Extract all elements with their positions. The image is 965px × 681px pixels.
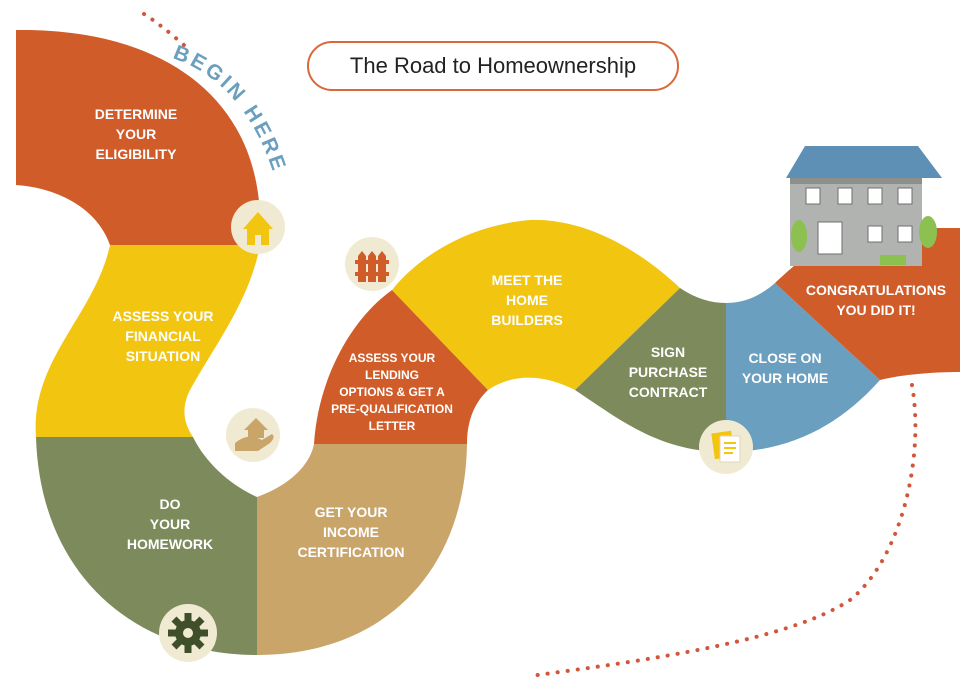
step-6-segment <box>392 219 680 390</box>
house-icon <box>231 200 285 254</box>
title-box: The Road to Homeownership <box>307 41 679 91</box>
step-3-segment <box>36 437 257 655</box>
page-title: The Road to Homeownership <box>349 53 637 78</box>
step-1-segment <box>16 29 260 246</box>
step-2-segment <box>35 245 260 437</box>
gear-icon <box>159 604 217 662</box>
step-4-label: GET YOUR INCOME CERTIFICATION <box>297 504 405 560</box>
step-2-label: ASSESS YOUR FINANCIAL SITUATION <box>112 308 214 364</box>
hand-house-icon <box>226 408 280 462</box>
end-dotted-trail <box>528 383 918 678</box>
step-3-label: DO YOUR HOMEWORK <box>126 496 214 552</box>
fence-icon <box>345 237 399 291</box>
step-8-segment <box>726 283 880 452</box>
step-6-label: MEET THE HOME BUILDERS <box>491 272 563 328</box>
step-5-segment <box>314 290 488 444</box>
step-1-label: DETERMINE YOUR ELIGIBILITY <box>94 106 178 162</box>
step-7-segment <box>575 288 726 452</box>
house-illustration <box>786 146 942 266</box>
step-7-label: SIGN PURCHASE CONTRACT <box>628 344 708 400</box>
step-4-segment <box>257 444 467 655</box>
step-9-label: CONGRATULATIONS YOU DID IT! <box>805 282 947 318</box>
step-5-label: ASSESS YOUR LENDING OPTIONS & GET A PRE-… <box>331 351 453 433</box>
document-icon <box>699 420 753 474</box>
step-8-label: CLOSE ON YOUR HOME <box>741 350 829 386</box>
